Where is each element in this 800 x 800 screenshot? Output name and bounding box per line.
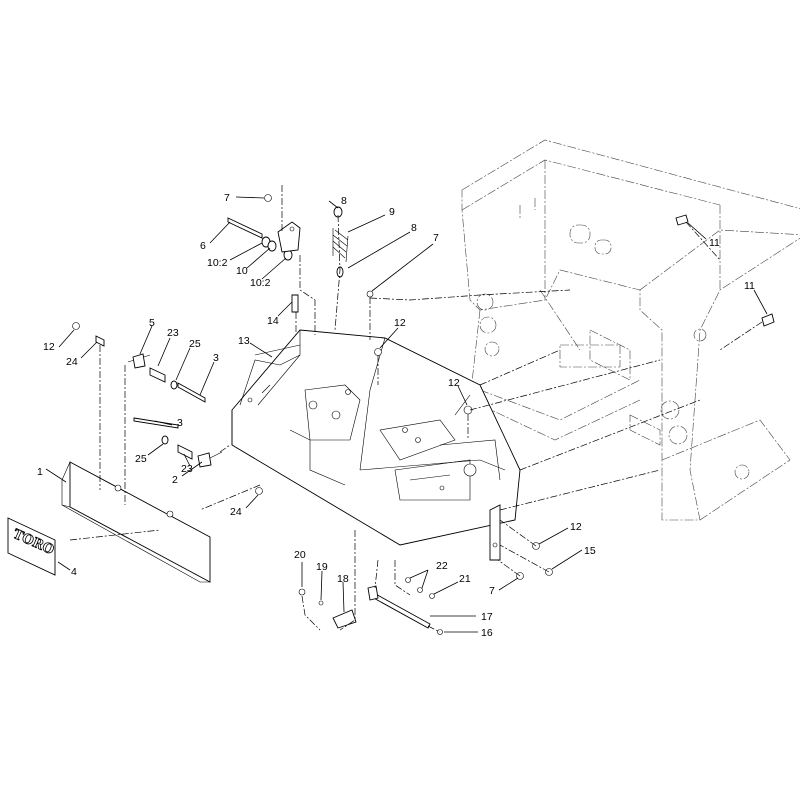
callout-7: 7	[224, 192, 230, 204]
callout-1: 1	[37, 466, 43, 478]
callout-6: 6	[200, 240, 206, 252]
callout-8: 8	[341, 195, 347, 207]
callout-8: 8	[411, 222, 417, 234]
callout-12: 12	[394, 317, 406, 329]
main-frame-phantom	[461, 139, 800, 521]
callout-9: 9	[389, 206, 395, 218]
callout-12: 12	[448, 377, 460, 389]
cover-plate-1	[61, 461, 211, 583]
callout-24: 24	[230, 506, 242, 518]
callout-25: 25	[189, 338, 201, 350]
toro-decal-4: TORO	[7, 517, 56, 576]
callout-19: 19	[316, 561, 328, 573]
callout-2: 2	[172, 474, 178, 486]
callout-10: 10	[236, 265, 248, 277]
callout-23: 23	[167, 327, 179, 339]
callout-11: 11	[744, 280, 755, 292]
callout-10-2: 10:2	[207, 257, 228, 269]
callout-3: 3	[213, 352, 219, 364]
callout-24: 24	[66, 356, 78, 368]
callout-7: 7	[433, 232, 439, 244]
callout-20: 20	[294, 549, 306, 561]
callout-16: 16	[481, 627, 493, 639]
callout-12: 12	[43, 341, 55, 353]
callout-22: 22	[436, 560, 448, 572]
leader-lines	[45, 196, 768, 633]
callout-3: 3	[177, 417, 183, 429]
callout-21: 21	[459, 573, 471, 585]
tray-13	[231, 329, 521, 561]
callout-23: 23	[181, 463, 193, 475]
callout-4: 4	[71, 566, 77, 578]
callout-10-2: 10:2	[250, 277, 271, 289]
assembly-lines	[69, 185, 763, 633]
callout-12: 12	[570, 521, 582, 533]
callout-7: 7	[489, 585, 495, 597]
hardware	[72, 194, 775, 635]
callout-14: 14	[267, 315, 279, 327]
callout-11: 11	[709, 237, 720, 249]
callout-13: 13	[238, 335, 250, 347]
callout-18: 18	[337, 573, 349, 585]
callout-25: 25	[135, 453, 147, 465]
callout-17: 17	[481, 611, 493, 623]
callout-labels: 7 8 9 6 10:2 10 10:2 8 7 11 11 14 12 13 …	[37, 192, 755, 639]
callout-15: 15	[584, 545, 596, 557]
callout-5: 5	[149, 317, 155, 329]
